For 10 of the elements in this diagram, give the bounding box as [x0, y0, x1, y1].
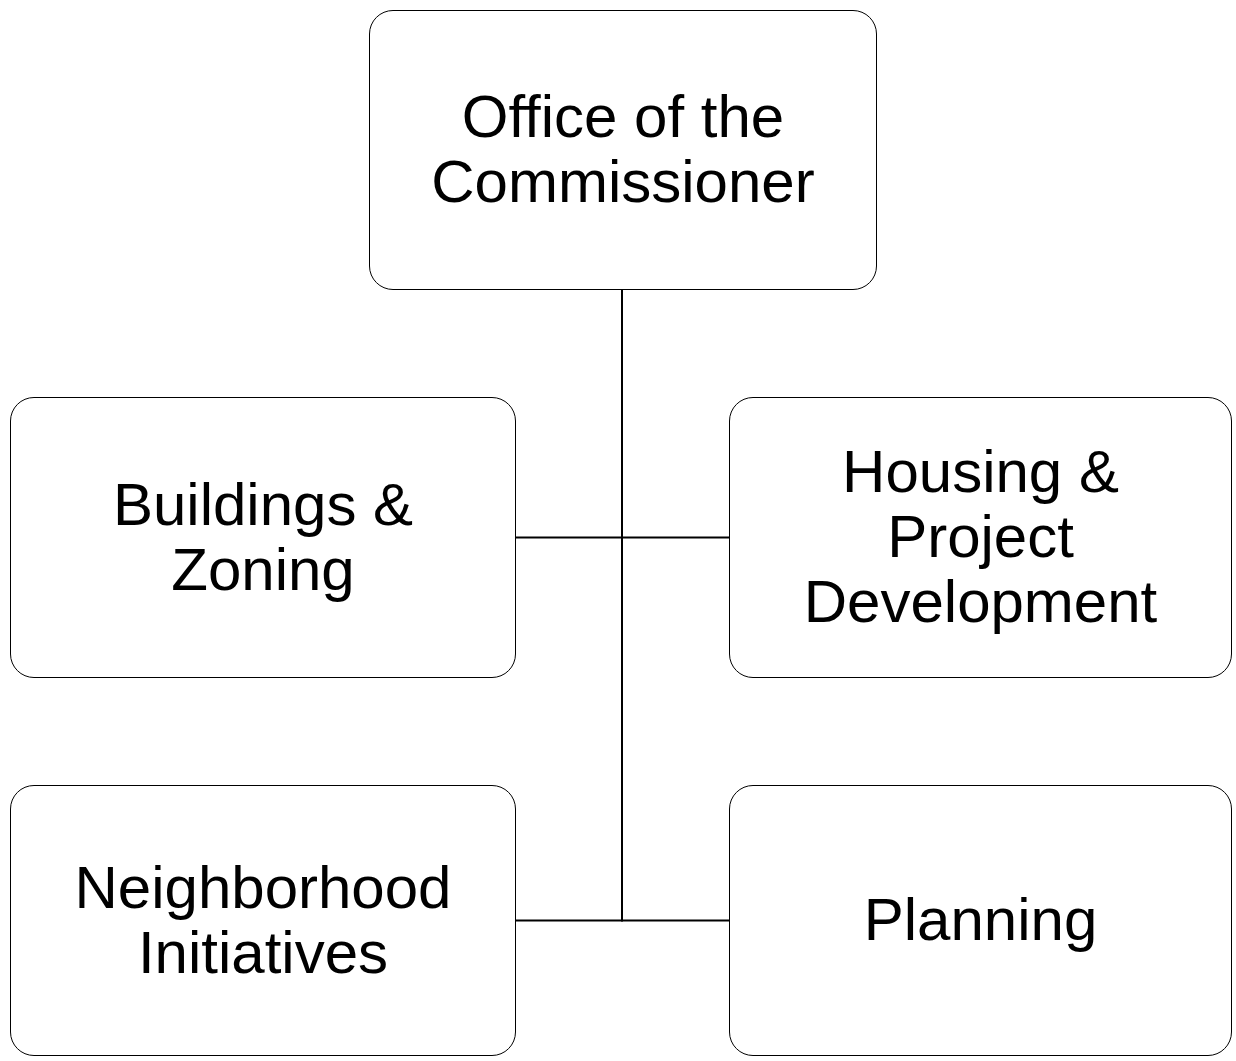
org-box: [369, 10, 877, 290]
unit-name: Neighborhood Initiatives: [73, 855, 453, 986]
unit-name: Buildings & Zoning: [111, 472, 415, 603]
org-box: [10, 397, 516, 678]
unit-name: Housing & Project Development: [802, 440, 1159, 635]
org-box: [729, 785, 1232, 1056]
org-box: [10, 785, 516, 1056]
unit-name: Office of the Commissioner: [430, 85, 816, 215]
org-box: [729, 397, 1232, 678]
unit-name: Planning: [863, 888, 1098, 953]
